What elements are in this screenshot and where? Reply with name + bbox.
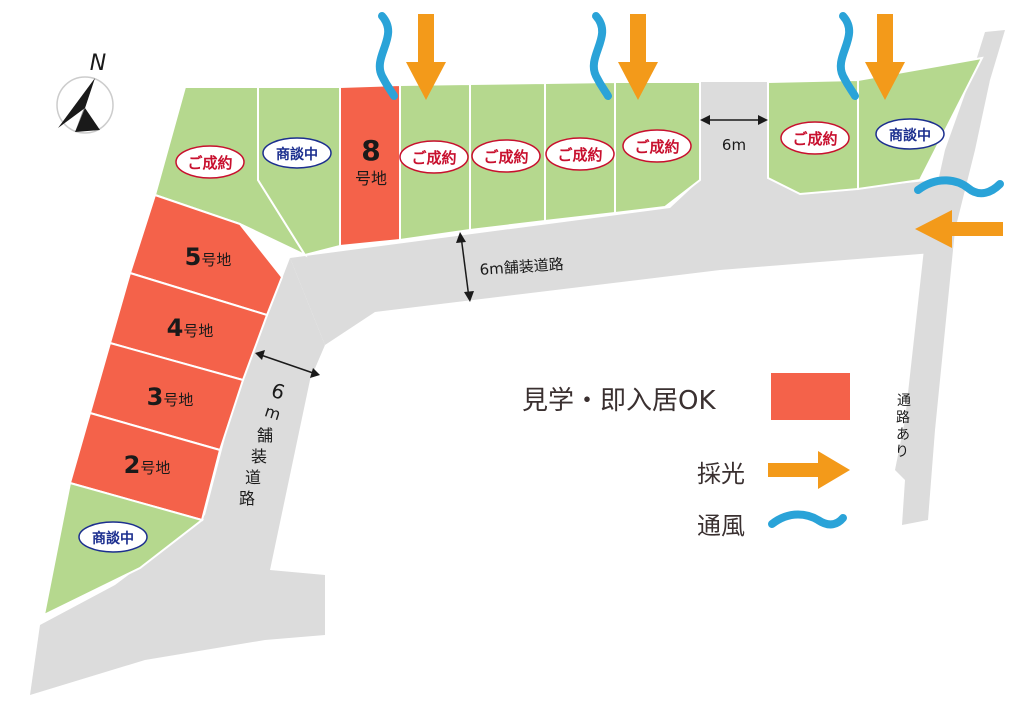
lot-5-label: 5号地 bbox=[185, 243, 232, 271]
svg-text:ご成約: ご成約 bbox=[411, 149, 456, 167]
legend: 見学・即入居OK 採光 通風 bbox=[522, 373, 850, 540]
svg-text:商談中: 商談中 bbox=[276, 146, 318, 163]
legend-wind-icon bbox=[768, 510, 847, 529]
svg-text:舗: 舗 bbox=[257, 426, 273, 445]
lot-8-suffix: 号地 bbox=[355, 169, 387, 188]
wind-icon bbox=[589, 12, 612, 100]
svg-text:ご成約: ご成約 bbox=[483, 148, 528, 166]
svg-text:ご成約: ご成約 bbox=[557, 146, 602, 164]
dimension-markers bbox=[255, 115, 768, 378]
sunlight-arrow-icon bbox=[406, 14, 446, 100]
main-road-label: 6m舗装道路 bbox=[479, 255, 564, 279]
roads bbox=[30, 30, 1005, 695]
compass-needle-tail-icon bbox=[75, 108, 100, 132]
status-badge-sold: ご成約 bbox=[175, 145, 245, 179]
lot-4-label: 4号地 bbox=[167, 314, 214, 342]
side-road-label: 6 m 舗 装 道 路 bbox=[239, 378, 288, 508]
legend-viewing-swatch bbox=[771, 373, 850, 420]
main-paved-road bbox=[290, 82, 955, 345]
top-gap-width-label: 6m bbox=[722, 136, 746, 154]
status-badge-sold: ご成約 bbox=[399, 140, 469, 174]
svg-text:道: 道 bbox=[245, 468, 261, 487]
svg-text:m: m bbox=[262, 401, 283, 424]
svg-text:装: 装 bbox=[251, 447, 267, 466]
status-badge-sold: ご成約 bbox=[780, 121, 850, 155]
svg-text:通: 通 bbox=[897, 393, 911, 409]
status-badge-sold: ご成約 bbox=[545, 137, 615, 171]
compass-label: N bbox=[90, 51, 106, 76]
status-badge-negotiating: 商談中 bbox=[78, 521, 148, 553]
status-badge-sold: ご成約 bbox=[471, 139, 541, 173]
legend-light-label: 採光 bbox=[697, 460, 745, 488]
dimension-arrow-icon bbox=[460, 235, 470, 299]
sunlight-arrow-icon bbox=[618, 14, 658, 100]
svg-text:ご成約: ご成約 bbox=[187, 154, 232, 172]
svg-text:ご成約: ご成約 bbox=[792, 130, 837, 148]
lot-top-2[interactable] bbox=[257, 86, 341, 257]
legend-viewing-label: 見学・即入居OK bbox=[522, 386, 716, 416]
svg-text:あ: あ bbox=[896, 427, 910, 443]
wind-icon bbox=[914, 176, 1004, 198]
side-passage-road bbox=[895, 30, 1005, 525]
svg-text:路: 路 bbox=[239, 489, 255, 508]
status-badge-negotiating: 商談中 bbox=[875, 118, 945, 150]
svg-text:ご成約: ご成約 bbox=[634, 138, 679, 156]
legend-wind-label: 通風 bbox=[697, 512, 745, 540]
svg-text:路: 路 bbox=[896, 410, 910, 426]
side-paved-road bbox=[30, 258, 325, 695]
status-badge-negotiating: 商談中 bbox=[262, 137, 332, 169]
compass: N bbox=[56, 51, 114, 134]
legend-light-arrow-icon bbox=[768, 451, 850, 489]
wind-icon bbox=[375, 12, 398, 100]
compass-needle-dark-icon bbox=[58, 78, 95, 128]
lots bbox=[42, 56, 984, 617]
sunlight-arrows bbox=[406, 14, 1003, 248]
dimension-arrow-icon bbox=[257, 353, 317, 375]
lot-8-number: 8 bbox=[361, 134, 380, 167]
svg-text:り: り bbox=[895, 444, 909, 460]
lot-5[interactable] bbox=[128, 193, 284, 317]
lot-3-label: 3号地 bbox=[147, 383, 194, 411]
lot-labels: 8 号地 5号地 4号地 3号地 2号地 bbox=[124, 134, 387, 479]
sunlight-arrow-icon bbox=[865, 14, 905, 100]
svg-text:商談中: 商談中 bbox=[92, 530, 134, 547]
passage-label: 通 路 あ り bbox=[895, 393, 911, 460]
sunlight-arrow-icon bbox=[915, 210, 1003, 248]
status-badge-sold: ご成約 bbox=[622, 129, 692, 163]
status-badges: ご成約 商談中 ご成約 ご成約 ご成約 ご成約 ご成約 商談中 bbox=[78, 118, 945, 553]
lot-2-label: 2号地 bbox=[124, 451, 171, 479]
wind-icon bbox=[836, 12, 859, 100]
svg-text:商談中: 商談中 bbox=[889, 127, 931, 144]
wind-waves bbox=[375, 12, 1004, 198]
